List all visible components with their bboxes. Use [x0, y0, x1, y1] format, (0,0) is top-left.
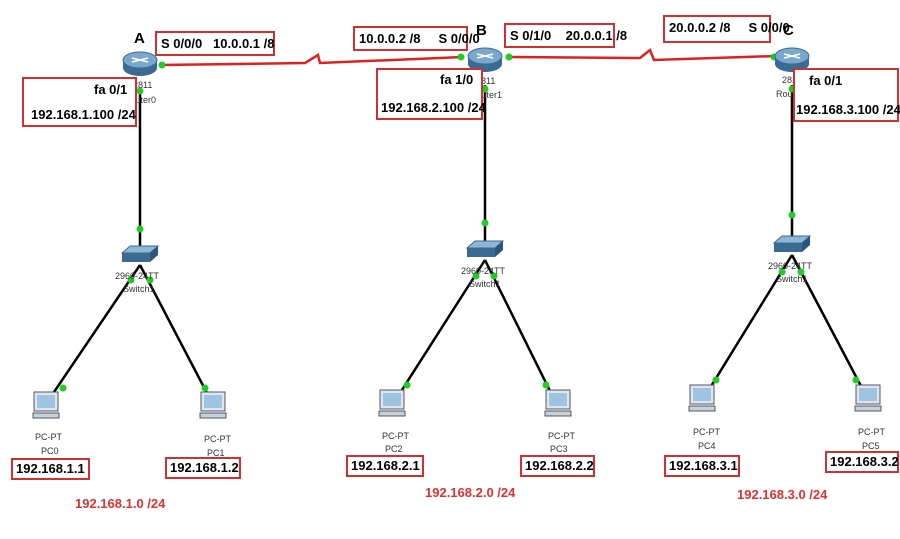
router-a-letter: A	[134, 30, 145, 47]
router-icon[interactable]	[467, 47, 503, 72]
switch-icon[interactable]	[772, 235, 812, 252]
pc2-type: PC-PT	[382, 431, 409, 441]
switch3-model: 2960-24TT	[768, 261, 813, 271]
pc2-name: PC2	[385, 444, 403, 454]
pc5-ip: 192.168.3.2	[825, 451, 899, 473]
pc1-type: PC-PT	[204, 434, 231, 444]
router-c-fa-interface: fa 0/1	[809, 73, 843, 88]
switch3-name: Switch1	[776, 274, 808, 284]
serial-link-a-b	[159, 53, 464, 67]
switch2-name: Switch1	[469, 279, 501, 289]
pc1-name: PC1	[207, 448, 225, 458]
router-c-name: Router2	[776, 89, 808, 99]
router-b-name: Router1	[470, 90, 503, 100]
router-b-fa-ip: 192.168.2.100 /24	[381, 100, 486, 115]
pc3-ip: 192.168.2.2	[520, 455, 595, 477]
switch2-model: 2960-24TT	[461, 266, 506, 276]
link-switch2-pc2	[398, 259, 487, 394]
router-c-letter: C	[783, 22, 794, 39]
pc0-type: PC-PT	[35, 432, 62, 442]
switch1-name: Switch1	[123, 284, 155, 294]
switch1-model: 2960-24TT	[115, 271, 160, 281]
pc2-ip: 192.168.2.1	[346, 455, 424, 477]
pc4-type: PC-PT	[693, 427, 720, 437]
router-b-letter: B	[476, 22, 487, 39]
link-switch3-pc5	[790, 254, 864, 389]
pc-icon[interactable]	[378, 389, 406, 417]
router-b-model: 2811	[476, 76, 496, 86]
link-switch1-pc0	[50, 264, 142, 396]
port-indicators	[59, 53, 860, 392]
router-a-fa-ip: 192.168.1.100 /24	[31, 107, 136, 122]
pc4-name: PC4	[698, 441, 716, 451]
pc-icon[interactable]	[688, 384, 716, 412]
pc1-ip: 192.168.1.2	[165, 457, 241, 479]
router-a-name: Router0	[124, 95, 157, 105]
router-c-fa-box: fa 0/1 192.168.3.100 /24	[793, 68, 900, 122]
router-a-model: 2811	[133, 80, 153, 90]
network-label-1: 192.168.1.0 /24	[75, 496, 166, 511]
router-b-fa-interface: fa 1/0	[440, 72, 474, 87]
switch-icon[interactable]	[465, 240, 505, 257]
pc5-type: PC-PT	[858, 427, 885, 437]
router-b-fa-box: fa 1/0 192.168.2.100 /24	[376, 68, 486, 120]
router-icon[interactable]	[122, 51, 158, 76]
switch-icon[interactable]	[120, 245, 160, 262]
router-a-fa-interface: fa 0/1	[94, 82, 128, 97]
link-switch1-pc1	[138, 264, 210, 396]
pc-icon[interactable]	[32, 391, 60, 419]
pc-icon[interactable]	[544, 389, 572, 417]
pc0-name: PC0	[41, 446, 59, 456]
network-label-2: 192.168.2.0 /24	[425, 485, 516, 500]
pc3-name: PC3	[550, 444, 568, 454]
serial-link-b-c	[509, 47, 777, 62]
link-switch2-pc3	[483, 259, 553, 394]
network-label-3: 192.168.3.0 /24	[737, 487, 828, 502]
router-a-fa-box: fa 0/1 192.168.1.100 /24	[22, 77, 137, 127]
router-b-serial-right-label: S 0/1/0 20.0.0.1 /8	[504, 23, 627, 48]
router-c-serial-label: 20.0.0.2 /8 S 0/0/0	[663, 15, 790, 43]
router-c-model: 2811	[782, 75, 802, 85]
router-icon[interactable]	[774, 47, 810, 72]
pc-icon[interactable]	[854, 384, 882, 412]
router-a-serial-label: S 0/0/0 10.0.0.1 /8	[155, 31, 275, 56]
link-switch3-pc4	[708, 254, 794, 389]
pc5-name: PC5	[862, 441, 880, 451]
pc4-ip: 192.168.3.1	[664, 455, 740, 477]
pc0-ip: 192.168.1.1	[11, 458, 90, 480]
pc-icon[interactable]	[199, 391, 227, 419]
router-c-fa-ip: 192.168.3.100 /24	[796, 102, 900, 117]
router-b-serial-left-label: 10.0.0.2 /8 S 0/0/0	[353, 26, 480, 51]
pc3-type: PC-PT	[548, 431, 575, 441]
